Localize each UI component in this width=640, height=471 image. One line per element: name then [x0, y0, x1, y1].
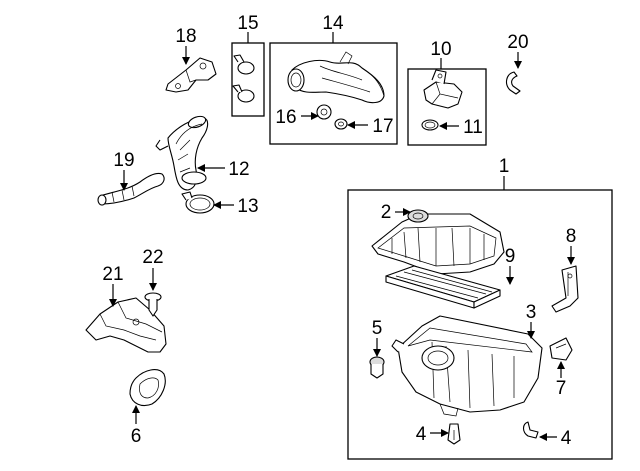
callout-15: 15 — [237, 13, 258, 34]
hose-clamps-part-15 — [232, 54, 255, 103]
callout-3: 3 — [526, 302, 537, 323]
callout-5: 5 — [372, 318, 383, 339]
push-clip-part-22 — [144, 292, 162, 317]
air-cleaner-housing-part-3 — [391, 315, 543, 417]
group-box-10 — [407, 68, 487, 146]
o-ring-part-11 — [421, 119, 439, 131]
insulator-part-7 — [549, 337, 573, 361]
heat-shield-part-21 — [85, 297, 167, 353]
callout-4-left: 4 — [416, 424, 427, 445]
callout-16: 16 — [275, 107, 296, 128]
callout-2: 2 — [381, 202, 392, 223]
callout-14: 14 — [322, 13, 344, 34]
bracket-part-18 — [165, 57, 217, 93]
callout-8: 8 — [566, 226, 577, 247]
callout-19: 19 — [113, 150, 134, 171]
callout-21: 21 — [102, 264, 123, 285]
callout-10: 10 — [430, 39, 451, 60]
callout-4-right: 4 — [561, 428, 572, 449]
callout-22: 22 — [142, 247, 163, 268]
air-filter-part-9 — [385, 265, 501, 309]
bracket-part-8 — [551, 265, 579, 313]
leader-lines — [109, 32, 575, 441]
callout-12: 12 — [228, 159, 249, 180]
air-hose-part-12 — [155, 115, 209, 191]
callout-11: 11 — [463, 117, 483, 138]
hose-clamp-part-13 — [181, 191, 215, 214]
callout-7: 7 — [556, 378, 567, 399]
callout-6: 6 — [131, 426, 142, 447]
air-cleaner-cover-part-2 — [371, 209, 505, 275]
grommet-part-5 — [369, 356, 385, 379]
mass-airflow-sensor-part-10 — [423, 69, 463, 109]
small-hose-part-20 — [505, 71, 521, 95]
clip-part-4-right — [522, 421, 539, 439]
callout-1: 1 — [499, 156, 510, 177]
intake-duct-part-14 — [287, 51, 385, 104]
callout-17: 17 — [372, 116, 393, 137]
washer-part-17 — [334, 118, 348, 130]
callout-20: 20 — [507, 32, 528, 53]
breather-hose-part-19 — [97, 172, 165, 206]
grommet-part-16 — [316, 104, 332, 120]
callout-13: 13 — [237, 196, 258, 217]
callout-9: 9 — [505, 246, 516, 267]
group-box-1 — [347, 189, 613, 460]
callout-18: 18 — [175, 26, 196, 47]
group-box-15 — [231, 42, 265, 117]
seal-part-6 — [129, 369, 166, 407]
clip-part-4-left — [447, 423, 461, 445]
